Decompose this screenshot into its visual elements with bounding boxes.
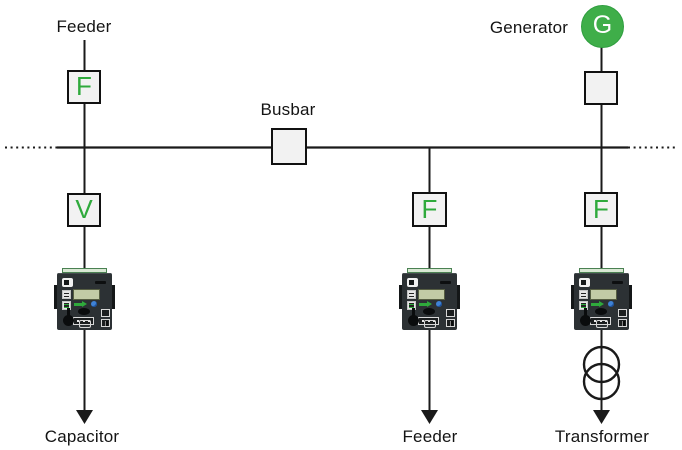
relay-lcd-screen bbox=[418, 289, 445, 300]
generator-breaker-box bbox=[584, 71, 618, 105]
relay-oval-button bbox=[78, 308, 90, 315]
relay-keypad-icon bbox=[407, 301, 416, 310]
label-busbar: Busbar bbox=[260, 100, 316, 119]
relay-knob bbox=[580, 315, 591, 326]
function-letter: F bbox=[593, 193, 609, 224]
relay-terminal-strip bbox=[579, 268, 624, 273]
relay-side-tab bbox=[628, 285, 632, 309]
function-box-feeder-out: F bbox=[412, 192, 447, 227]
relay-side-tab bbox=[456, 285, 460, 309]
generator-symbol: G bbox=[581, 5, 624, 48]
relay-terminal-strip bbox=[407, 268, 452, 273]
function-letter: F bbox=[76, 71, 92, 101]
relay-keypad-icon bbox=[407, 290, 416, 299]
relay-oval-button bbox=[423, 308, 435, 315]
protection-relay-feeder bbox=[399, 267, 460, 333]
function-box-feeder-in: F bbox=[67, 70, 101, 104]
relay-blue-button bbox=[436, 301, 442, 307]
function-box-capacitor: V bbox=[67, 193, 101, 227]
relay-small-button bbox=[446, 309, 455, 317]
relay-reset-button bbox=[424, 320, 436, 328]
relay-green-arrow-led bbox=[591, 301, 604, 307]
function-letter: V bbox=[75, 194, 93, 224]
label-feeder-bottom: Feeder bbox=[402, 427, 458, 446]
relay-green-arrow-led bbox=[74, 301, 87, 307]
relay-brand-logo bbox=[440, 281, 451, 284]
relay-small-button bbox=[618, 309, 627, 317]
protection-relay-transformer bbox=[571, 267, 632, 333]
label-feeder-top: Feeder bbox=[56, 17, 112, 36]
relay-keypad-icon bbox=[579, 290, 588, 299]
function-letter: F bbox=[421, 193, 438, 224]
relay-display-icon bbox=[407, 278, 418, 287]
busbar-node-box bbox=[271, 128, 307, 165]
label-transformer: Transformer bbox=[554, 427, 650, 446]
relay-green-arrow-led bbox=[419, 301, 432, 307]
arrow-down-icon bbox=[421, 410, 438, 424]
label-generator: Generator bbox=[489, 18, 569, 37]
relay-side-tab bbox=[54, 285, 58, 309]
relay-terminal-strip bbox=[62, 268, 107, 273]
relay-knob-stem bbox=[584, 308, 587, 316]
relay-side-tab bbox=[111, 285, 115, 309]
relay-small-button bbox=[101, 309, 110, 317]
relay-lcd-screen bbox=[590, 289, 617, 300]
relay-keypad-icon bbox=[62, 301, 71, 310]
relay-knob bbox=[408, 315, 419, 326]
relay-switch bbox=[101, 319, 110, 327]
relay-brand-logo bbox=[95, 281, 106, 284]
relay-front-panel bbox=[402, 273, 457, 330]
relay-knob bbox=[63, 315, 74, 326]
relay-front-panel bbox=[574, 273, 629, 330]
relay-blue-button bbox=[91, 301, 97, 307]
relay-keypad-icon bbox=[579, 301, 588, 310]
arrow-down-icon bbox=[593, 410, 610, 424]
relay-blue-button bbox=[608, 301, 614, 307]
relay-side-tab bbox=[571, 285, 575, 309]
transformer-symbol-icon bbox=[582, 345, 621, 401]
relay-switch bbox=[446, 319, 455, 327]
relay-keypad-icon bbox=[62, 290, 71, 299]
relay-lcd-screen bbox=[73, 289, 100, 300]
relay-knob-stem bbox=[412, 308, 415, 316]
relay-reset-button bbox=[596, 320, 608, 328]
relay-reset-button bbox=[79, 320, 91, 328]
relay-display-icon bbox=[579, 278, 590, 287]
relay-oval-button bbox=[595, 308, 607, 315]
relay-brand-logo bbox=[612, 281, 623, 284]
relay-switch bbox=[618, 319, 627, 327]
relay-knob-stem bbox=[67, 308, 70, 316]
relay-side-tab bbox=[399, 285, 403, 309]
arrow-down-icon bbox=[76, 410, 93, 424]
relay-display-icon bbox=[62, 278, 73, 287]
protection-relay-capacitor bbox=[54, 267, 115, 333]
label-capacitor: Capacitor bbox=[44, 427, 120, 446]
generator-letter: G bbox=[592, 11, 613, 39]
relay-front-panel bbox=[57, 273, 112, 330]
function-box-transformer: F bbox=[584, 192, 618, 227]
